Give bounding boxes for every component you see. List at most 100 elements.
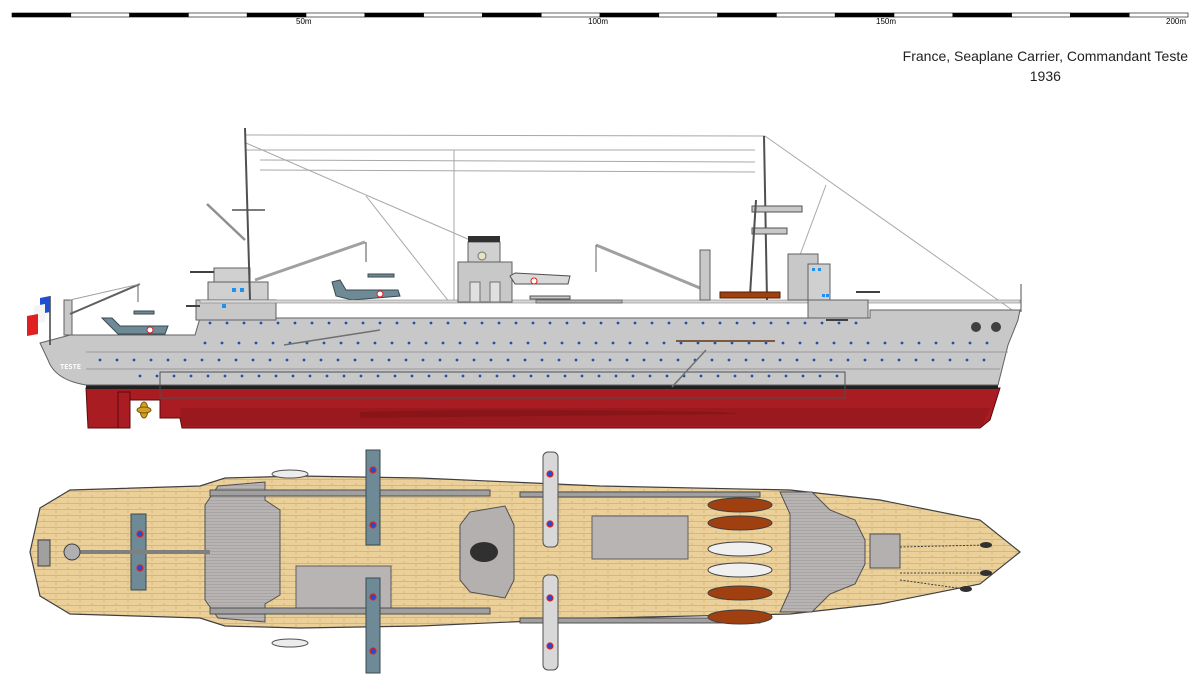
- porthole: [410, 374, 414, 378]
- funnel-uptake: [470, 542, 498, 562]
- porthole: [540, 358, 544, 362]
- flag-france-icon: [27, 296, 51, 345]
- porthole: [98, 358, 102, 362]
- porthole: [608, 358, 612, 362]
- porthole: [710, 358, 714, 362]
- anchors: [971, 322, 1001, 332]
- scale-label-200m: 200m: [1166, 17, 1187, 26]
- boats-forward: [707, 497, 773, 625]
- porthole: [138, 374, 142, 378]
- porthole: [387, 358, 391, 362]
- porthole: [611, 341, 615, 345]
- seaplane-plan-silver-port: [542, 451, 559, 548]
- porthole: [786, 321, 790, 325]
- aft-crane-plan: [70, 550, 210, 554]
- porthole: [206, 374, 210, 378]
- porthole: [625, 358, 629, 362]
- porthole: [254, 341, 258, 345]
- porthole: [376, 374, 380, 378]
- aft-crane-pivot: [63, 543, 81, 561]
- porthole: [472, 358, 476, 362]
- porthole: [854, 321, 858, 325]
- porthole: [526, 341, 530, 345]
- porthole: [225, 321, 229, 325]
- porthole: [849, 341, 853, 345]
- porthole: [234, 358, 238, 362]
- porthole: [220, 341, 224, 345]
- porthole: [429, 321, 433, 325]
- porthole: [679, 341, 683, 345]
- porthole: [412, 321, 416, 325]
- porthole: [223, 374, 227, 378]
- ships-boat-plan: [707, 515, 773, 531]
- porthole: [597, 374, 601, 378]
- porthole: [744, 358, 748, 362]
- catapult: [535, 299, 623, 304]
- porthole: [642, 358, 646, 362]
- porthole: [336, 358, 340, 362]
- aft-superstructure: [186, 267, 277, 321]
- ships-boat-plan: [707, 609, 773, 625]
- porthole: [803, 321, 807, 325]
- catapult-rail-port: [209, 489, 491, 497]
- caption: France, Seaplane Carrier, Commandant Tes…: [903, 46, 1188, 86]
- roundel-icon: [546, 470, 554, 478]
- porthole: [342, 374, 346, 378]
- seaplane-plan-port: [365, 449, 381, 546]
- porthole: [548, 321, 552, 325]
- porthole: [747, 341, 751, 345]
- porthole: [769, 321, 773, 325]
- porthole: [574, 358, 578, 362]
- porthole: [628, 341, 632, 345]
- porthole: [676, 358, 680, 362]
- porthole: [407, 341, 411, 345]
- porthole: [344, 321, 348, 325]
- porthole: [444, 374, 448, 378]
- stern-structure: [37, 539, 51, 567]
- porthole: [242, 321, 246, 325]
- scale-label-100m: 100m: [588, 17, 609, 26]
- porthole: [733, 374, 737, 378]
- roundel-icon: [369, 521, 377, 529]
- porthole: [934, 341, 938, 345]
- porthole: [659, 358, 663, 362]
- roundel-icon: [546, 520, 554, 528]
- porthole: [917, 341, 921, 345]
- porthole: [203, 341, 207, 345]
- forward-mast: [749, 135, 803, 301]
- aft-mast: [206, 127, 367, 301]
- porthole: [914, 358, 918, 362]
- roundel-icon: [369, 466, 377, 474]
- porthole: [276, 321, 280, 325]
- ships-boat-plan: [707, 585, 773, 601]
- ships-boat-plan: [707, 541, 773, 557]
- porthole: [795, 358, 799, 362]
- hull-name-text: TESTE: [60, 363, 81, 371]
- porthole: [308, 374, 312, 378]
- porthole: [149, 358, 153, 362]
- porthole: [529, 374, 533, 378]
- porthole: [305, 341, 309, 345]
- porthole: [781, 341, 785, 345]
- forward-crane: [595, 243, 711, 301]
- scale-label-150m: 150m: [876, 17, 897, 26]
- porthole: [730, 341, 734, 345]
- scale-bar: 50m 100m 150m 200m: [0, 0, 1200, 40]
- porthole: [631, 374, 635, 378]
- porthole: [591, 358, 595, 362]
- porthole: [404, 358, 408, 362]
- porthole: [257, 374, 261, 378]
- seaplane-aft: [100, 310, 169, 335]
- porthole: [285, 358, 289, 362]
- porthole: [543, 341, 547, 345]
- porthole: [835, 374, 839, 378]
- porthole: [293, 321, 297, 325]
- porthole: [735, 321, 739, 325]
- porthole: [478, 374, 482, 378]
- porthole: [172, 374, 176, 378]
- porthole: [883, 341, 887, 345]
- roundel-icon: [546, 642, 554, 650]
- porthole: [509, 341, 513, 345]
- propeller-icon: [136, 401, 152, 419]
